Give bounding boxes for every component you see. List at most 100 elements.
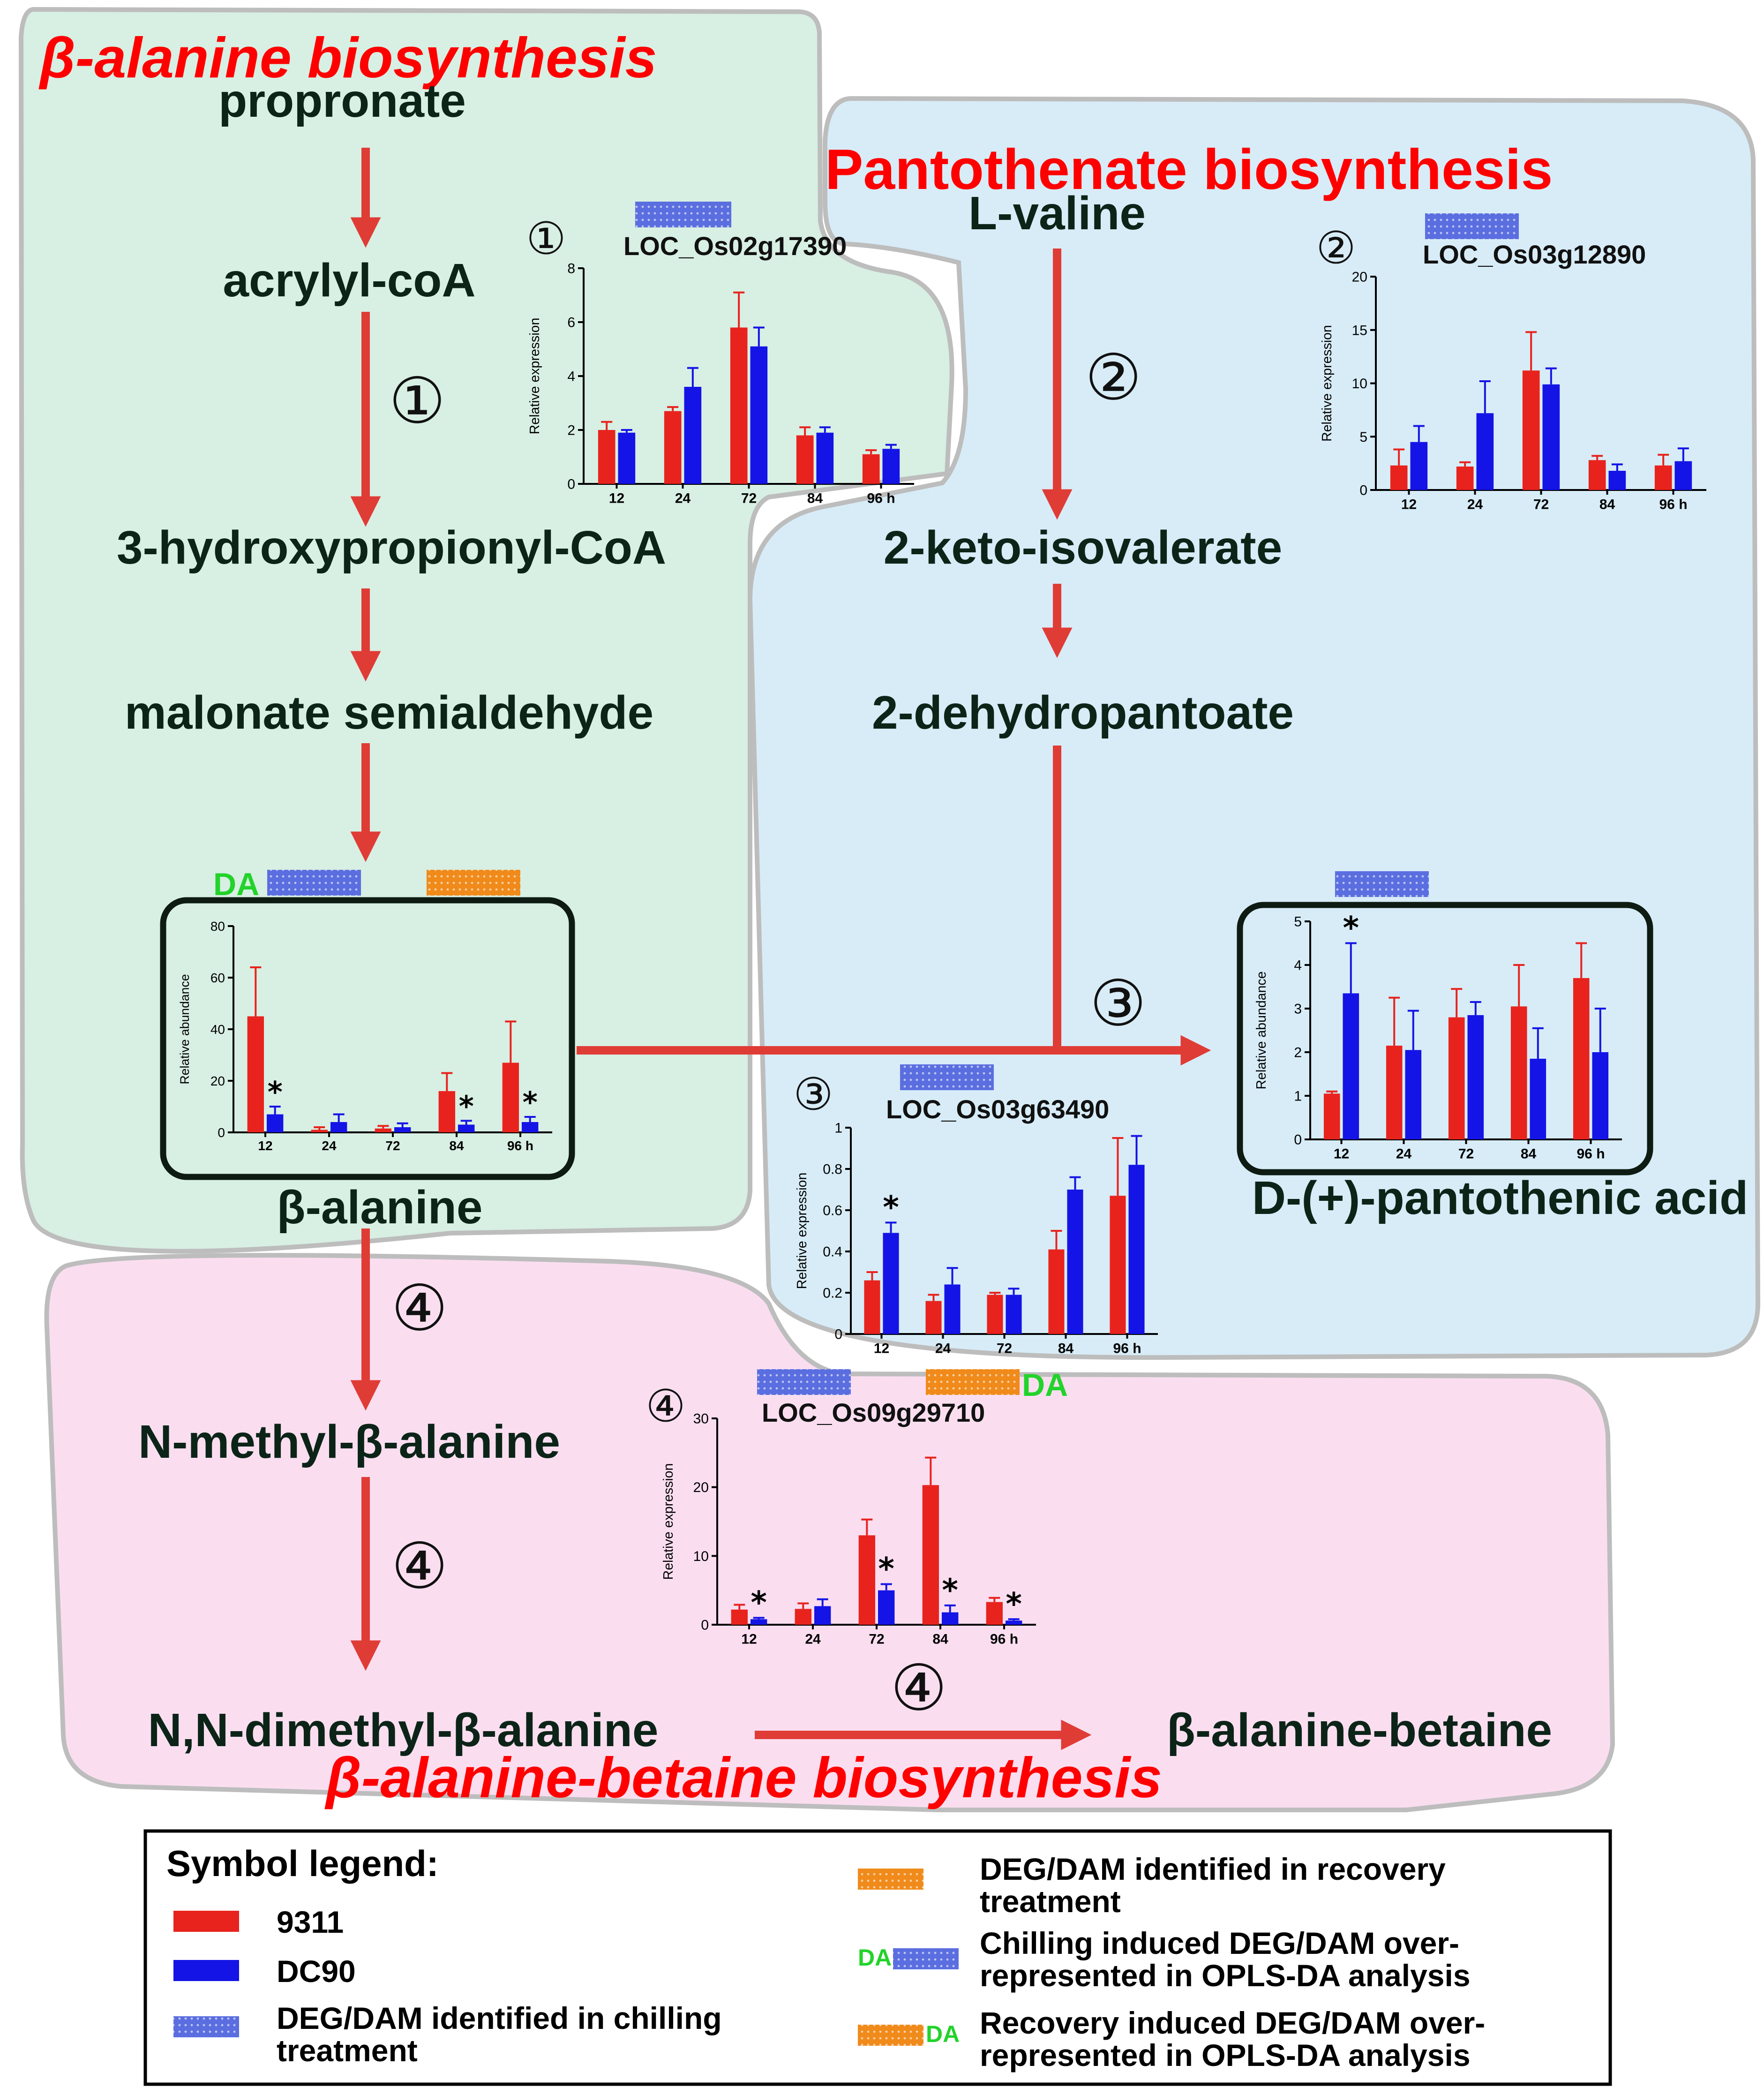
chart-c2-ytick-label-0: 0 [1359, 483, 1367, 498]
legend-recovery-induced: Recovery induced DEG/DAM over-represente… [980, 2006, 1485, 2073]
title-betaine-biosynthesis: β-alanine-betaine biosynthesis [326, 1746, 1163, 1809]
chart-c2-bar-1-4 [1674, 461, 1692, 490]
pantothenic-frame [1237, 902, 1653, 1176]
chart-c1-ylabel: Relative expression [527, 318, 542, 435]
chart-c3-xtick-0: 12 [874, 1341, 889, 1356]
chart-c3-bar-0-4 [1110, 1196, 1126, 1334]
chart-c3-bar-1-4 [1128, 1165, 1145, 1334]
chart-c5-bar-0-1 [311, 1130, 328, 1132]
legend-chilling-line1: DEG/DAM identified in chilling [277, 2001, 722, 2035]
chart-c6-ylabel: Relative abundance [1254, 972, 1269, 1090]
legend-chilling-line2: treatment [277, 2033, 418, 2068]
chart-c4-xtick-3: 84 [932, 1632, 948, 1647]
chart-c5-ytick-label-2: 40 [210, 1022, 225, 1037]
metabolite-n-methyl-beta-alanine: N-methyl-β-alanine [138, 1416, 561, 1468]
chart-c6-xtick-1: 24 [1396, 1146, 1412, 1162]
step-marker-2: ② [1085, 342, 1142, 413]
chart-c1-ytick-label-4: 8 [567, 261, 575, 277]
legend-recovery-line1: DEG/DAM identified in recovery [980, 1852, 1446, 1886]
metabolite-propronate: propronate [218, 75, 466, 127]
chart-c2-bar-0-3 [1588, 460, 1606, 490]
chart-c4-bar-1-2 [878, 1590, 895, 1625]
chart-c6-bar-1-2 [1467, 1015, 1484, 1139]
gene-label-1: LOC_Os02g17390 [623, 231, 847, 261]
chart-c1-bar-0-4 [862, 454, 880, 484]
chart-c1-bar-0-3 [796, 435, 814, 484]
chart-c1-xtick-2: 72 [741, 491, 757, 506]
chart-c4-bar-1-3 [942, 1612, 959, 1625]
chart-c5-ytick-label-0: 0 [218, 1125, 225, 1140]
chart-c4-xtick-2: 72 [869, 1632, 884, 1647]
chart-c6-xtick-2: 72 [1458, 1146, 1474, 1162]
chart-c4-ytick-label-0: 0 [701, 1618, 709, 1633]
chart-c1-bar-0-0 [598, 430, 616, 484]
chart-c1-bar-1-2 [750, 346, 768, 484]
chart-c2-ytick-label-1: 5 [1359, 430, 1367, 445]
legend-dc90: DC90 [277, 1954, 356, 1989]
metabolite-beta-alanine: β-alanine [277, 1181, 483, 1234]
chart-c2-xtick-4: 96 h [1659, 497, 1687, 512]
chart-c1-xtick-1: 24 [675, 491, 691, 506]
chart-c4-bar-0-1 [795, 1609, 811, 1625]
chart-c5-sig-3: * [459, 1089, 474, 1123]
metabolite-pantothenic-acid: D-(+)-pantothenic acid [1252, 1172, 1749, 1224]
chart-c6-bar-0-0 [1323, 1093, 1340, 1139]
gene-label-3: LOC_Os03g63490 [886, 1094, 1110, 1124]
chart-c1-ytick-label-3: 6 [567, 315, 575, 331]
chart-c4-bar-0-3 [922, 1485, 939, 1625]
chart-c4-xtick-1: 24 [805, 1632, 821, 1647]
legend-chilling-induced-line2: represented in OPLS-DA analysis [980, 1958, 1471, 1993]
chart-c5-xtick-4: 96 h [507, 1138, 533, 1153]
metabolite-l-valine: L-valine [968, 187, 1146, 240]
step-marker-4b: ④ [391, 1530, 448, 1602]
chart-c4-bar-1-4 [1006, 1620, 1022, 1625]
chart-c3-bar-0-1 [925, 1301, 942, 1334]
legend-swatch-dc90 [173, 1960, 239, 1981]
chart-c5-xtick-2: 72 [385, 1138, 400, 1153]
chart-c6-bar-0-4 [1573, 978, 1590, 1139]
chart-c4-bar-0-2 [858, 1535, 875, 1625]
region-pantothenate [747, 96, 1761, 1360]
chart-c6-ytick-label-5: 5 [1294, 914, 1302, 930]
chart-c6-ytick-label-2: 2 [1294, 1045, 1302, 1061]
chart-step-1: ① [526, 214, 566, 264]
legend-chilling-induced-line1: Chilling induced DEG/DAM over- [980, 1926, 1460, 1960]
chart-c6-ytick-label-0: 0 [1294, 1132, 1302, 1148]
chart-c5-bar-1-3 [458, 1124, 475, 1132]
chart-c3-ytick-label-1: 0.2 [823, 1286, 842, 1301]
chart-c2-bar-1-2 [1542, 384, 1560, 490]
chart-c1-bar-1-0 [618, 432, 636, 484]
chart-c3-ytick-label-0: 0 [834, 1327, 842, 1342]
chart-c4-ytick-label-2: 20 [693, 1480, 709, 1495]
chart-c5-ytick-label-1: 20 [210, 1074, 225, 1088]
chart-c3-bar-1-1 [944, 1284, 961, 1334]
step-marker-4c: ④ [890, 1652, 947, 1724]
chart-c2-bar-0-2 [1522, 370, 1540, 490]
chart-c5-sig-0: * [268, 1075, 283, 1109]
chart-c6-ytick-label-1: 1 [1294, 1089, 1302, 1104]
chart-c1-bar-1-1 [684, 387, 702, 484]
chart-c5-bar-1-2 [394, 1127, 411, 1132]
chart-c6-bar-1-1 [1405, 1050, 1422, 1139]
chart-c5-bar-0-4 [502, 1063, 519, 1132]
chart-c6-xtick-3: 84 [1521, 1146, 1537, 1162]
chart-step-3: ③ [793, 1070, 833, 1120]
chart-c2-xtick-2: 72 [1533, 497, 1549, 512]
step-marker-1: ① [389, 365, 446, 437]
metabolite-beta-alanine-betaine: β-alanine-betaine [1166, 1704, 1553, 1756]
chart-c5-xtick-3: 84 [449, 1138, 464, 1153]
chart-c3-xtick-1: 24 [935, 1341, 951, 1356]
da-label-g4: DA [1022, 1367, 1068, 1403]
chart-c3-bar-1-3 [1067, 1190, 1083, 1334]
chart-c3-xtick-2: 72 [997, 1341, 1012, 1356]
chart-c6-sig-0: * [1343, 910, 1359, 946]
chart-c2-ytick-label-3: 15 [1352, 323, 1367, 338]
legend-recovery-induced-line2: represented in OPLS-DA analysis [980, 2038, 1471, 2073]
chart-c3-ytick-label-2: 0.4 [823, 1244, 842, 1260]
chart-c2-bar-0-0 [1390, 465, 1408, 490]
chart-c2-xtick-1: 24 [1467, 497, 1483, 512]
chart-c5-ytick-label-3: 60 [210, 971, 225, 985]
chart-c2-ytick-label-4: 20 [1352, 270, 1367, 285]
